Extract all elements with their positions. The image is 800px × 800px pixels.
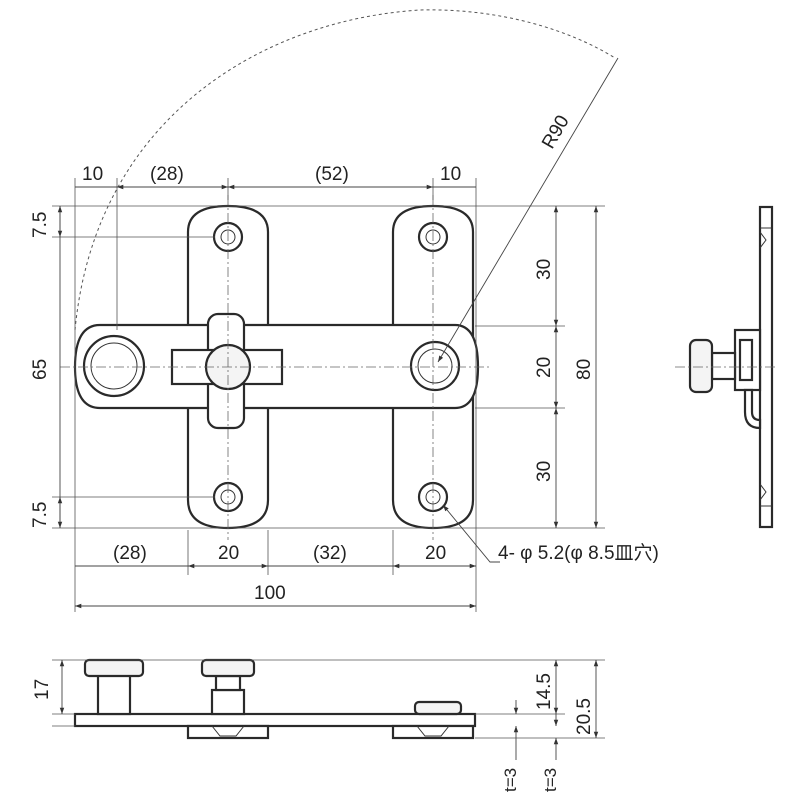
dim-top-10-right: 10 [440, 164, 461, 185]
dim-top-28: (28) [150, 164, 184, 185]
dim-side-20-5: 20.5 [574, 698, 595, 735]
dim-right-30-top: 30 [534, 259, 555, 280]
swing-arc [74, 9, 616, 331]
dim-bottom-20-right: 20 [425, 543, 446, 564]
dim-side-t3-left: t=3 [501, 768, 520, 792]
dim-bottom-20-left: 20 [218, 543, 239, 564]
dim-left-65: 65 [30, 359, 51, 380]
dim-bottom-28: (28) [113, 543, 147, 564]
dim-bottom-32: (32) [313, 543, 347, 564]
dim-right-80: 80 [574, 359, 595, 380]
dim-top-10-left: 10 [82, 164, 103, 185]
side-view [675, 205, 775, 529]
dim-left-7-5-bottom: 7.5 [30, 502, 51, 528]
dim-side-17: 17 [32, 679, 53, 700]
dim-side-14-5: 14.5 [534, 673, 555, 710]
hole-note: 4- φ 5.2(φ 8.5皿穴) [498, 542, 659, 564]
bar-hole-outer [82, 334, 146, 398]
front-view: 10 (28) (52) 10 7.5 65 7.5 30 20 80 30 (… [30, 9, 659, 612]
dim-radius: R90 [538, 112, 574, 153]
dim-left-7-5-top: 7.5 [30, 212, 51, 238]
dim-side-t3-right: t=3 [541, 768, 560, 792]
bar-hole-inner [90, 342, 138, 390]
dim-bottom-100: 100 [254, 583, 286, 604]
pivot-inner [417, 348, 453, 384]
bottom-view: 17 14.5 20.5 t=3 t=3 [32, 658, 605, 792]
dim-top-52: (52) [315, 164, 349, 185]
dim-right-30-bottom: 30 [534, 461, 555, 482]
dim-right-20: 20 [534, 357, 555, 378]
